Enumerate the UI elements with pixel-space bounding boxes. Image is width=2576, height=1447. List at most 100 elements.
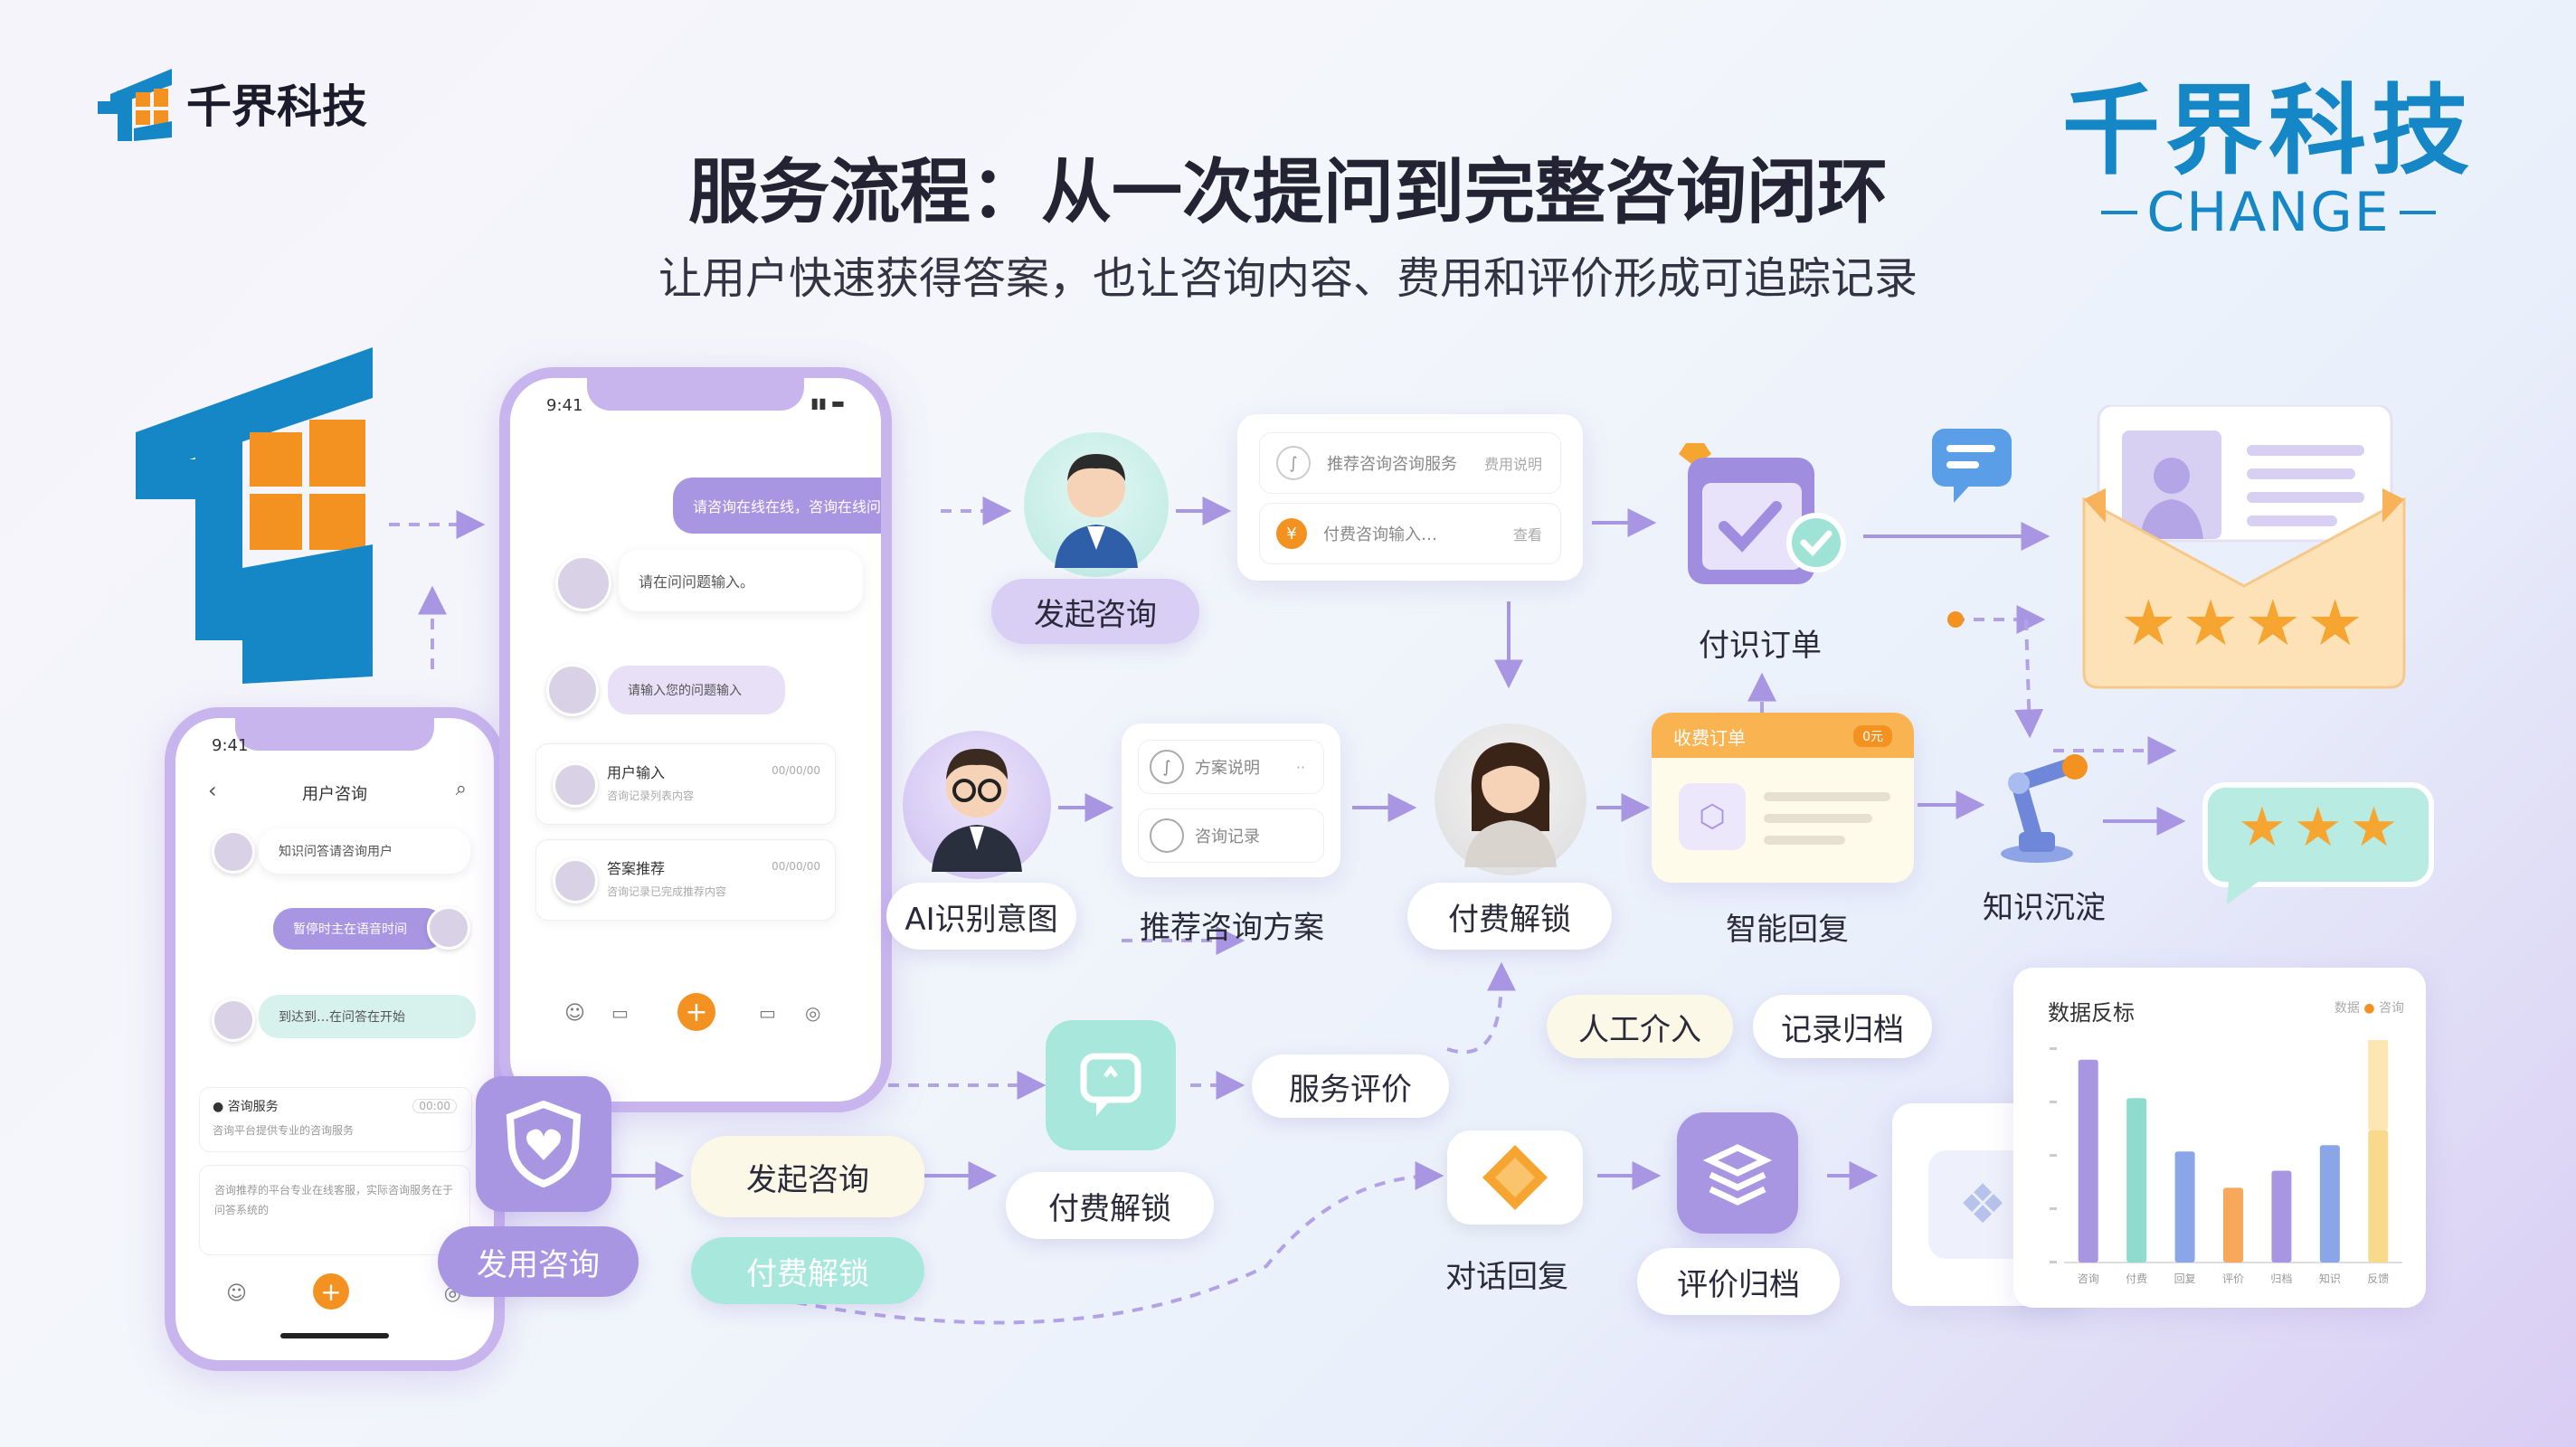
link-icon: ∫ (1150, 750, 1184, 784)
page-subtitle: 让用户快速获得答案，也让咨询内容、费用和评价形成可追踪记录 (658, 253, 1918, 304)
rating-stars-big: ★★★★ (2120, 586, 2370, 660)
pay-icon: ¥ (1276, 518, 1307, 549)
brand-logo-right: 千界科技 CHANGE (2061, 75, 2475, 245)
female-consultant-icon (1435, 724, 1586, 875)
sub-bubble: 请输入您的问题输入 (608, 666, 785, 714)
add-button[interactable]: + (313, 1273, 349, 1310)
list-item-detail: 咨询记录已完成推荐内容 (607, 885, 727, 898)
paragraph-card: 咨询推荐的平台专业在线客服，实际咨询服务在于问答系统的 (199, 1165, 470, 1255)
question-bubble: 请咨询在线在线，咨询在线问答记录 (673, 478, 881, 534)
x-tick-label: 回复 (2174, 1272, 2196, 1285)
avatar (553, 762, 598, 808)
step-dialog-reply: 对话回复 (1445, 1259, 1568, 1295)
plan-row-text: 方案说明 (1195, 759, 1260, 778)
home-indicator (280, 1333, 389, 1338)
list-item-time: 00/00/00 (772, 764, 820, 777)
recommend-row[interactable]: ¥ 付费咨询输入… 查看 (1259, 503, 1561, 564)
legend-item: 咨询 (2379, 1001, 2404, 1016)
service-card-tag: 00:00 (412, 1099, 457, 1113)
attach-icon[interactable]: ▭ (611, 1002, 629, 1024)
dashboard-card: 数据反标 数据 ● 咨询 咨询付费回复评价归档知识反馈 (2013, 968, 2426, 1308)
step-manual[interactable]: 人工介入 (1547, 995, 1733, 1058)
recommend-row-text: 推荐咨询咨询服务 (1327, 455, 1457, 474)
avatar (553, 858, 598, 903)
add-button[interactable]: + (677, 993, 715, 1031)
x-tick-label: 知识 (2319, 1272, 2341, 1285)
y-tick (2050, 1101, 2057, 1103)
dashboard-bar-chart: 咨询付费回复评价归档知识反馈 (2050, 1040, 2402, 1285)
shield-heart-icon (476, 1076, 611, 1212)
bar (2174, 1151, 2195, 1263)
plan-card: ∫ 方案说明 ·· 咨询记录 (1122, 724, 1340, 877)
bar (2368, 1040, 2389, 1130)
check-icon[interactable]: ◎ (805, 1002, 821, 1024)
rating-stars-small: ★★★ (2238, 796, 2406, 859)
chat-bubble: 到达到…在问答在开始 (259, 995, 476, 1038)
layers-icon (1677, 1112, 1798, 1234)
x-tick-label: 反馈 (2367, 1272, 2389, 1285)
step-service-eval[interactable]: 服务评价 (1252, 1055, 1449, 1118)
recommend-row-tail: 费用说明 (1483, 456, 1542, 473)
message-icon (1932, 429, 2012, 503)
bar (2319, 1145, 2340, 1263)
brand-logo-en: CHANGE (2146, 181, 2391, 244)
order-clipboard-icon (1679, 443, 1846, 584)
y-tick (2050, 1261, 2057, 1263)
status-time: 9:41 (546, 396, 583, 415)
step-bottom-consult[interactable]: 发起咨询 (691, 1136, 924, 1217)
avatar (555, 555, 611, 611)
consultant-avatar-icon (1024, 432, 1169, 577)
back-icon[interactable]: ‹ (208, 778, 217, 803)
x-tick-label: 评价 (2222, 1272, 2244, 1285)
step-order: 付识订单 (1699, 628, 1822, 664)
step-smart-reply: 智能回复 (1726, 912, 1849, 948)
list-item[interactable]: 答案推荐 咨询记录已完成推荐内容 00/00/00 (535, 839, 836, 921)
avatar (427, 906, 470, 950)
brand-logo-en-row: CHANGE (2062, 181, 2475, 244)
step-pay-unlock[interactable]: 付费解锁 (1407, 883, 1612, 950)
bar (2078, 1059, 2098, 1263)
input-hint-bubble[interactable]: 请在问问题输入。 (619, 550, 863, 611)
brand-logo-cn: 千界科技 (2061, 75, 2475, 188)
chat-bubble: 知识问答请咨询用户 (259, 828, 470, 874)
service-card-title: 咨询服务 (227, 1100, 279, 1114)
list-item[interactable]: 用户输入 咨询记录列表内容 00/00/00 (535, 743, 836, 825)
shield-icon: ⬡ (1679, 783, 1746, 850)
radio-icon (1150, 818, 1184, 853)
chat-bubble: 暂停时主在语音时间 (273, 908, 445, 950)
recommend-row[interactable]: ∫ 推荐咨询咨询服务 费用说明 (1259, 432, 1561, 494)
link-icon: ∫ (1276, 446, 1311, 480)
ai-avatar-icon (903, 731, 1051, 879)
emoji-icon[interactable]: ☺ (564, 1002, 585, 1025)
avatar (212, 998, 255, 1042)
service-card-line: 咨询平台提供专业的咨询服务 (213, 1124, 355, 1137)
step-bottom-start[interactable]: 发用咨询 (438, 1226, 639, 1297)
recommend-row-text: 付费咨询输入… (1323, 525, 1437, 544)
chat-header-title: 用户咨询 (302, 785, 367, 804)
step-knowledge: 知识沉淀 (1983, 890, 2106, 926)
step-bottom-pay[interactable]: 付费解锁 (691, 1237, 924, 1304)
search-icon[interactable]: ⌕ (455, 778, 467, 800)
step-archive[interactable]: 记录归档 (1753, 995, 1932, 1058)
status-time: 9:41 (212, 736, 249, 755)
page-title: 服务流程：从一次提问到完整咨询闭环 (687, 152, 1888, 233)
service-card[interactable]: ● 咨询服务 00:00 咨询平台提供专业的咨询服务 (199, 1087, 472, 1152)
emoji-icon[interactable]: ☺ (226, 1282, 247, 1305)
list-item-title: 答案推荐 (607, 860, 666, 877)
rating-envelope-icon (2082, 405, 2406, 689)
chat-icon[interactable]: ▭ (759, 1002, 776, 1024)
dashboard-title: 数据反标 (2048, 1000, 2135, 1026)
step-bottom-pay-unlock[interactable]: 付费解锁 (1006, 1172, 1214, 1239)
x-tick-label: 付费 (2126, 1272, 2147, 1285)
recommend-row-tail: 查看 (1512, 526, 1542, 544)
plan-row-tail: ·· (1295, 758, 1305, 776)
step-ai-identify[interactable]: AI识别意图 (886, 883, 1076, 950)
plan-row[interactable]: 咨询记录 (1138, 809, 1324, 863)
knowledge-robot-arm-icon (2001, 754, 2088, 863)
reply-card-tag: 0元 (1853, 725, 1892, 747)
plan-row[interactable]: ∫ 方案说明 ·· (1138, 740, 1324, 794)
list-item-time: 00/00/00 (772, 860, 820, 873)
avatar (212, 830, 255, 874)
step-eval-archive[interactable]: 评价归档 (1637, 1248, 1840, 1315)
step-start-consult[interactable]: 发起咨询 (991, 579, 1199, 644)
